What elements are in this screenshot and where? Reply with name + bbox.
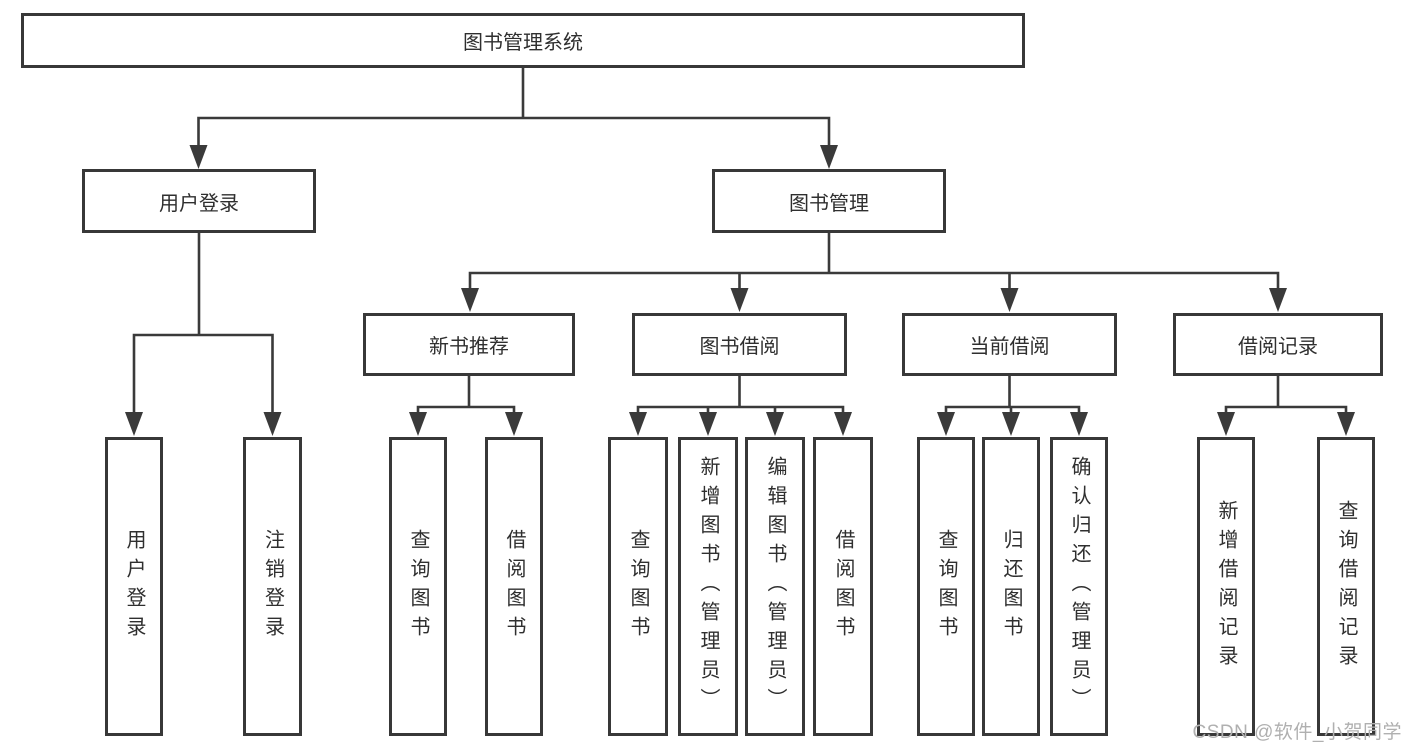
edges-root [189, 68, 838, 169]
leaf-nb-borrow-books-label: 借阅图书 [503, 528, 525, 645]
leaf-bb-edit-books-admin-label: 编辑图书（管理员） [764, 456, 786, 717]
node-book-management: 图书管理 [712, 169, 946, 233]
arrowhead [1002, 412, 1020, 436]
node-current-borrow-label: 当前借阅 [969, 336, 1050, 358]
leaf-bb-add-books-admin-label: 新增图书（管理员） [697, 456, 719, 717]
arrowhead [1269, 288, 1287, 312]
arrowhead [1337, 412, 1355, 436]
node-book-borrow: 图书借阅 [632, 313, 847, 376]
leaf-nb-borrow-books: 借阅图书 [485, 437, 543, 736]
leaf-cb-confirm-return-admin: 确认归还（管理员） [1050, 437, 1108, 736]
edges-user-login [125, 233, 282, 436]
edges-current-borrow [937, 376, 1088, 436]
leaf-cb-query-books-label: 查询图书 [935, 528, 957, 645]
arrowhead [409, 412, 427, 436]
node-book-management-label: 图书管理 [789, 192, 869, 215]
leaf-br-add-borrow-record-label: 新增借阅记录 [1215, 499, 1237, 674]
arrowhead [730, 288, 749, 312]
arrowhead [1070, 412, 1088, 436]
arrowhead [505, 412, 523, 436]
arrowhead [263, 412, 282, 436]
leaf-bb-edit-books-admin: 编辑图书（管理员） [745, 437, 805, 736]
leaf-cb-confirm-return-admin-label: 确认归还（管理员） [1068, 456, 1090, 717]
leaf-logout-label: 注销登录 [261, 528, 284, 645]
edges-book-management [461, 233, 1287, 312]
leaf-cb-query-books: 查询图书 [917, 437, 975, 736]
node-root: 图书管理系统 [21, 13, 1025, 68]
csdn-watermark: CSDN @软件_小贺同学 [1192, 722, 1402, 743]
arrowhead [699, 412, 717, 436]
node-user-login-label: 用户登录 [159, 192, 239, 215]
node-borrow-records: 借阅记录 [1173, 313, 1383, 376]
leaf-nb-query-books-label: 查询图书 [407, 528, 429, 645]
arrowhead [820, 145, 838, 169]
leaf-bb-query-books: 查询图书 [608, 437, 668, 736]
leaf-br-add-borrow-record: 新增借阅记录 [1197, 437, 1255, 736]
node-user-login: 用户登录 [82, 169, 316, 233]
edges-new-book-recommend [409, 376, 523, 436]
leaf-cb-return-books-label: 归还图书 [1000, 528, 1022, 645]
node-new-book-recommend-label: 新书推荐 [429, 336, 509, 358]
edges-borrow-records [1217, 376, 1355, 436]
leaf-bb-add-books-admin: 新增图书（管理员） [678, 437, 738, 736]
leaf-br-query-borrow-record: 查询借阅记录 [1317, 437, 1375, 736]
leaf-br-query-borrow-record-label: 查询借阅记录 [1335, 499, 1357, 674]
arrowhead [189, 145, 208, 169]
leaf-bb-borrow-books: 借阅图书 [813, 437, 873, 736]
edges-book-borrow [629, 376, 852, 436]
arrowhead [461, 288, 479, 312]
node-new-book-recommend: 新书推荐 [363, 313, 575, 376]
node-borrow-records-label: 借阅记录 [1238, 336, 1318, 358]
node-current-borrow: 当前借阅 [902, 313, 1117, 376]
arrowhead [766, 412, 784, 436]
node-root-label: 图书管理系统 [463, 32, 583, 54]
leaf-user-login: 用户登录 [105, 437, 163, 736]
arrowhead [629, 412, 647, 436]
arrowhead [125, 412, 143, 436]
leaf-cb-return-books: 归还图书 [982, 437, 1040, 736]
arrowhead [1217, 412, 1235, 436]
leaf-logout: 注销登录 [243, 437, 302, 736]
arrowhead [1000, 288, 1019, 312]
leaf-nb-query-books: 查询图书 [389, 437, 447, 736]
node-book-borrow-label: 图书借阅 [699, 336, 780, 358]
arrowhead [834, 412, 852, 436]
leaf-bb-query-books-label: 查询图书 [627, 528, 649, 645]
leaf-bb-borrow-books-label: 借阅图书 [832, 528, 854, 645]
leaf-user-login-label: 用户登录 [123, 528, 145, 645]
arrowhead [937, 412, 955, 436]
